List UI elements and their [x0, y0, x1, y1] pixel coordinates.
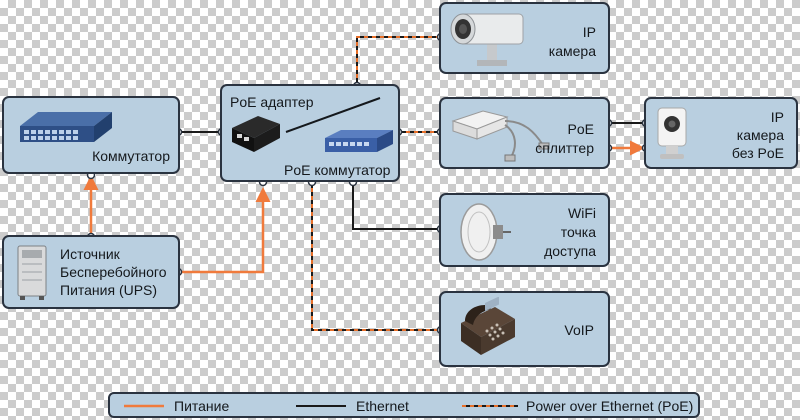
- ups-label-line2: Бесперебойного: [60, 264, 167, 280]
- bullet-camera-icon: [450, 13, 524, 66]
- cube-camera-icon: [657, 107, 687, 159]
- ip-camera-no-poe-label-line2: камера: [736, 127, 784, 143]
- poe-splitter-label-line2: сплиттер: [535, 140, 594, 156]
- poe-splitter-node: PoE сплиттер: [439, 97, 610, 169]
- voip-node: VoIP: [439, 291, 610, 367]
- poe-adapter-icon: [232, 116, 280, 152]
- ip-camera-node: IP камера: [439, 2, 610, 74]
- poe-splitter-label-line1: PoE: [567, 121, 594, 137]
- poe-switch-label: PoE коммутатор: [284, 162, 391, 178]
- ups-node: Источник Бесперебойного Питания (UPS): [2, 235, 180, 309]
- poe-hub-node: PoE адаптер PoE коммутатор: [220, 84, 400, 182]
- voip-label: VoIP: [564, 322, 594, 338]
- legend-power-label: Питание: [174, 398, 230, 414]
- switch-node: Коммутатор: [2, 96, 180, 174]
- poe-splitter-icon: [451, 110, 550, 162]
- wifi-ap-label-line1: WiFi: [568, 205, 596, 221]
- ip-camera-no-poe-label-line3: без PoE: [731, 145, 784, 161]
- switch-label: Коммутатор: [92, 148, 170, 164]
- power-link-ups-poe: [180, 187, 271, 274]
- poe-links: [311, 36, 441, 331]
- wifi-antenna-icon: [460, 203, 511, 261]
- diagonal-divider: [285, 97, 381, 133]
- network-switch-icon: [20, 112, 112, 142]
- ip-camera-no-poe-label-line1: IP: [770, 109, 784, 125]
- legend-ethernet-label: Ethernet: [356, 398, 409, 414]
- wifi-ap-label-line3: доступа: [544, 243, 596, 259]
- legend-poe-label: Power over Ethernet (PoE): [526, 398, 694, 414]
- legend: Питание Ethernet Power over Ethernet (Po…: [108, 392, 700, 418]
- legend-swatches: [124, 404, 518, 408]
- ip-camera-label-line1: IP: [582, 24, 596, 40]
- voip-phone-icon: [461, 297, 515, 355]
- wifi-ap-label-line2: точка: [560, 224, 596, 240]
- wifi-ap-node: WiFi точка доступа: [439, 193, 610, 267]
- poe-switch-icon: [325, 130, 393, 152]
- ip-camera-label-line2: камера: [548, 43, 596, 59]
- ups-icon: [17, 245, 47, 300]
- ip-camera-no-poe-node: IP камера без PoE: [644, 97, 798, 169]
- poe-adapter-label: PoE адаптер: [230, 94, 314, 110]
- ups-label-line3: Питания (UPS): [60, 282, 158, 298]
- ethernet-link-poe-wifi: [352, 182, 441, 230]
- ups-label-line1: Источник: [60, 246, 120, 262]
